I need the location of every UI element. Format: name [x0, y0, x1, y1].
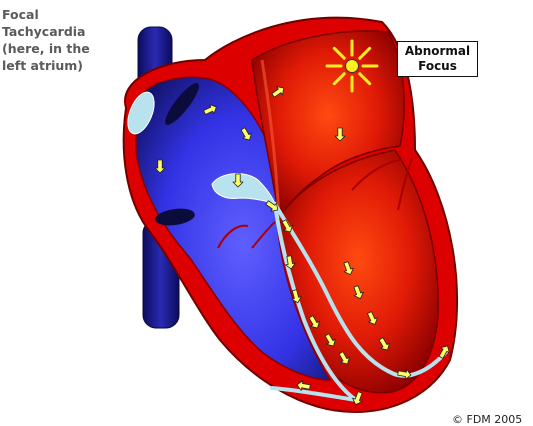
diagram-caption: Focal Tachycardia (here, in the left atr…	[2, 6, 112, 74]
caption-line-1: Focal	[2, 6, 112, 23]
abnormal-focus-label: Abnormal Focus	[397, 41, 478, 77]
caption-line-4: left atrium)	[2, 57, 112, 74]
callout-line-2: Focus	[398, 59, 477, 74]
abnormal-focus-star-icon	[327, 41, 377, 91]
copyright-notice: © FDM 2005	[452, 413, 533, 426]
caption-line-2: Tachycardia	[2, 23, 112, 40]
callout-line-1: Abnormal	[398, 44, 477, 59]
caption-line-3: (here, in the	[2, 40, 112, 57]
